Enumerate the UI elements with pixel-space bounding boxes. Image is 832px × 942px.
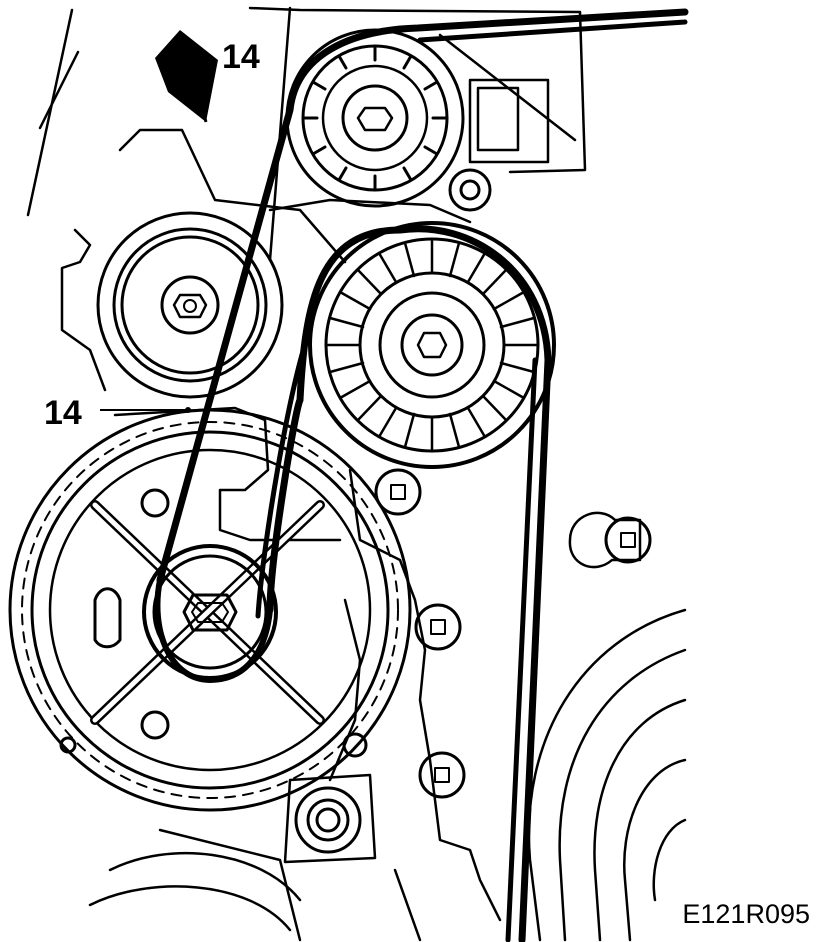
figure-code: E121R095 xyxy=(682,899,810,929)
mounting-bolts xyxy=(374,468,652,799)
water-pump-pulley xyxy=(308,221,556,469)
callout-leader-line xyxy=(100,407,191,413)
callout-label-left: 14 xyxy=(44,394,82,432)
callout-label-top: 14 xyxy=(222,38,260,76)
drive-belt xyxy=(154,8,689,942)
direction-arrow-icon xyxy=(155,30,218,123)
tensioner-pulley-upper-left xyxy=(96,211,284,399)
idler-pulley-bottom xyxy=(294,786,362,854)
